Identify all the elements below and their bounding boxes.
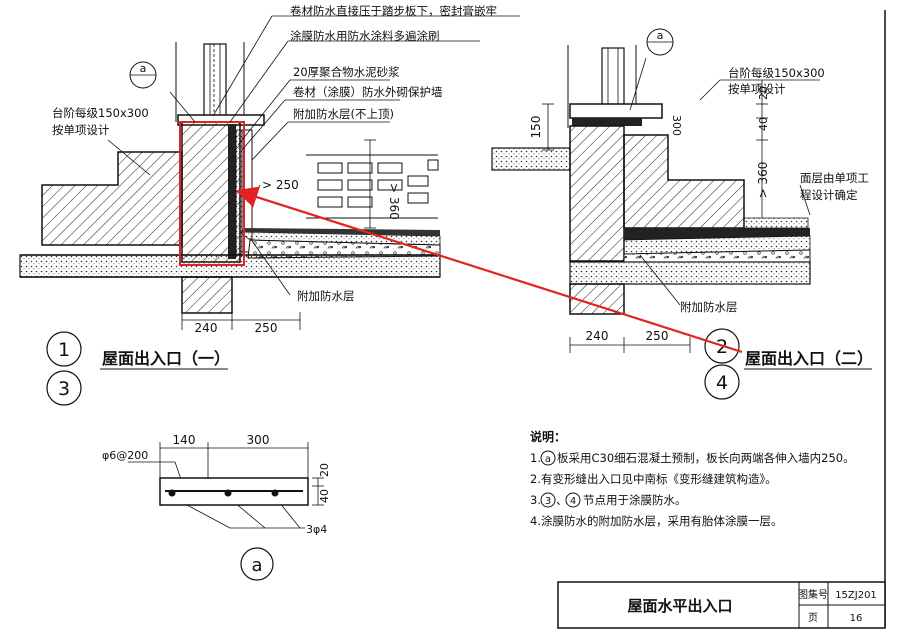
dim-300-a: 300 bbox=[247, 433, 270, 447]
dim-40-right: 40 bbox=[757, 117, 770, 131]
note-3-sep: 、 bbox=[556, 493, 568, 507]
page-number: 16 bbox=[850, 613, 863, 624]
note-3-ref-3: 3 bbox=[545, 496, 551, 507]
callout-protective-wall: 卷材（涂膜）防水外砌保护墙 bbox=[293, 85, 443, 99]
dim-300-right: 300 bbox=[670, 115, 683, 136]
note-3-text: 节点用于涂膜防水。 bbox=[583, 493, 687, 507]
svg-text:3.: 3. bbox=[530, 493, 541, 507]
callout-coating-brush: 涂膜防水用防水涂料多遍涂刷 bbox=[290, 29, 440, 43]
notes-heading: 说明： bbox=[530, 429, 566, 444]
dim-250-left: 250 bbox=[255, 321, 278, 335]
rebar-top-a: φ6@200 bbox=[102, 449, 148, 462]
detail-bubble-1 bbox=[46, 331, 82, 367]
detail-bubble-2 bbox=[704, 328, 740, 364]
dim-360-right: > 360 bbox=[756, 162, 770, 199]
dim-360-left: > 360 bbox=[387, 183, 401, 220]
notes: 说明： 1. a 板采用C30细石混凝土预制，板长向两端各伸入墙内250。 2.… bbox=[530, 429, 855, 528]
title-block: 屋面水平出入口 图集号 15ZJ201 页 16 bbox=[557, 581, 886, 629]
detail-number-2: 2 bbox=[716, 336, 728, 358]
dim-150-right: 150 bbox=[529, 116, 543, 139]
extra-layer-label-right: 附加防水层 bbox=[680, 300, 738, 314]
step-note-line2-right: 按单项设计 bbox=[728, 82, 786, 96]
detail-a-bubble bbox=[240, 547, 274, 581]
note-4-text: 4.涂膜防水的附加防水层，采用有胎体涂膜一层。 bbox=[530, 514, 782, 528]
note-3-ref-4: 4 bbox=[570, 496, 576, 507]
detail-a-label: a bbox=[251, 555, 262, 576]
dim-240-right: 240 bbox=[586, 329, 609, 343]
note-1-prefix: 1. bbox=[530, 451, 541, 465]
note-2-text: 2.有变形缝出入口见中南标《变形缝建筑构造》。 bbox=[530, 472, 777, 486]
surface-note-line1: 面层由单项工 bbox=[800, 171, 869, 185]
note-1-text: 板采用C30细石混凝土预制，板长向两端各伸入墙内250。 bbox=[557, 451, 855, 465]
sheet-title: 屋面水平出入口 bbox=[627, 597, 732, 615]
detail-title-left: 屋面出入口（一） bbox=[102, 349, 230, 368]
annotation-arrow bbox=[235, 186, 743, 354]
step-note-line2-left: 按单项设计 bbox=[52, 123, 110, 137]
dim-250-right: 250 bbox=[646, 329, 669, 343]
atlas-no-label: 图集号 bbox=[798, 588, 828, 601]
dim-40-a: 40 bbox=[318, 489, 331, 503]
left-detail: a 卷材防水直接压于踏步板下，密封膏嵌牢 涂膜防水用防水涂料多遍涂刷 20厚聚合… bbox=[19, 4, 520, 406]
detail-title-right: 屋面出入口（二） bbox=[745, 349, 873, 368]
dim-20-right: 20 bbox=[757, 86, 770, 100]
detail-number-1: 1 bbox=[58, 339, 70, 361]
detail-number-4: 4 bbox=[716, 372, 728, 394]
extra-layer-label-left: 附加防水层 bbox=[297, 289, 355, 303]
step-note-line1-right: 台阶每级150x300 bbox=[728, 66, 825, 80]
detail-bubble-3 bbox=[46, 370, 82, 406]
atlas-no-value: 15ZJ201 bbox=[835, 590, 877, 601]
detail-bubble-4 bbox=[704, 364, 740, 400]
ref-a-label-right: a bbox=[657, 29, 664, 42]
dim-240-left: 240 bbox=[195, 321, 218, 335]
right-detail: a 台阶每级150x300 按单项设计 面层由单项工 程设计确定 150 300… bbox=[491, 28, 873, 400]
dim-250-top-left: > 250 bbox=[262, 178, 299, 192]
dim-140-a: 140 bbox=[173, 433, 196, 447]
ref-a-label-left: a bbox=[140, 62, 147, 75]
page-label: 页 bbox=[808, 612, 818, 624]
callout-extra-layer-no-top: 附加防水层(不上顶) bbox=[293, 107, 394, 121]
callout-membrane-under-step: 卷材防水直接压于踏步板下，密封膏嵌牢 bbox=[290, 4, 497, 18]
note-1-ref: a bbox=[545, 454, 551, 465]
dim-20-a: 20 bbox=[318, 463, 331, 477]
surface-note-line2: 程设计确定 bbox=[800, 188, 858, 202]
callout-polymer-mortar: 20厚聚合物水泥砂浆 bbox=[293, 65, 400, 79]
detail-a: 140 300 20 40 φ6@200 3φ4 a bbox=[102, 433, 331, 581]
step-note-line1-left: 台阶每级150x300 bbox=[52, 106, 149, 120]
detail-number-3: 3 bbox=[58, 378, 70, 400]
rebar-bottom-a: 3φ4 bbox=[306, 523, 327, 536]
